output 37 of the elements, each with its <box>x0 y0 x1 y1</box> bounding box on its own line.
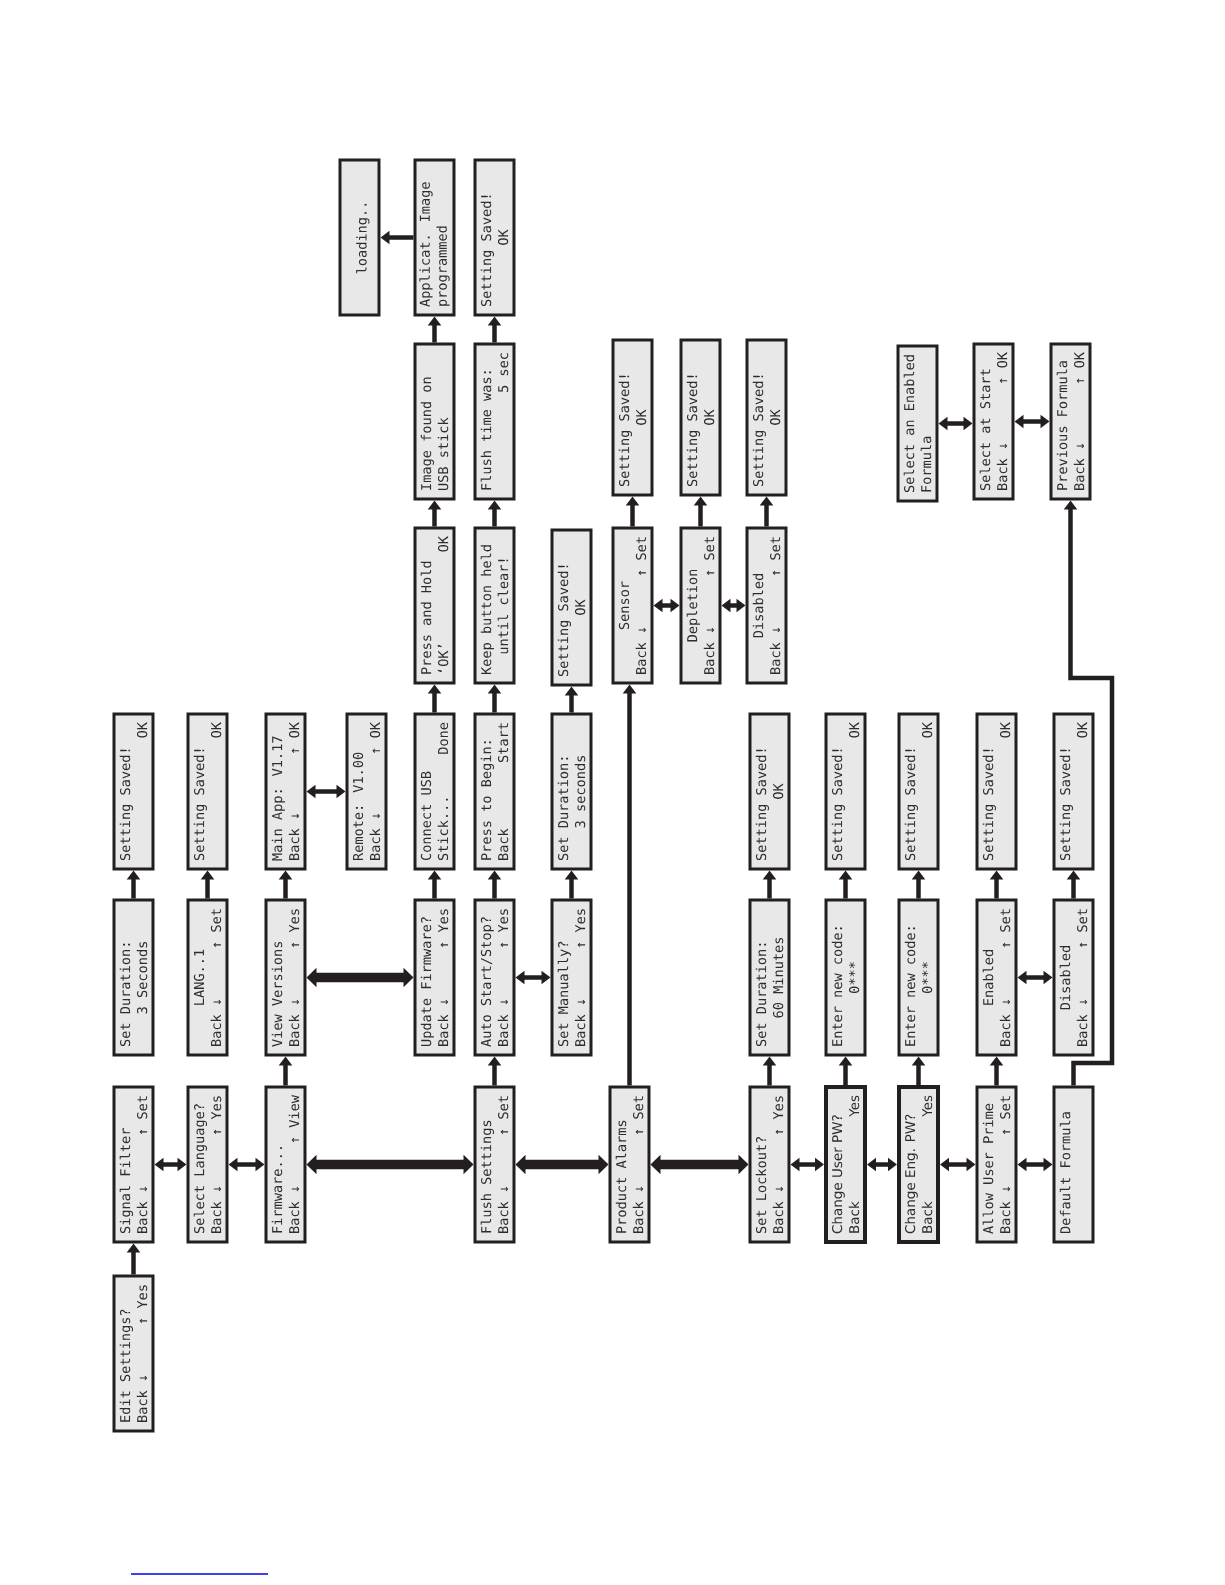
screen-box: loading.. <box>338 158 381 317</box>
screen-box: Enter new code: 0*** <box>897 898 940 1057</box>
screen-box: Sensor Back ↓ ↑ Set <box>611 526 654 685</box>
screen-box: Change User PW? Back Yes <box>824 1085 867 1244</box>
screen-box: LANG..1 Back ↓ ↑ Set <box>186 898 229 1057</box>
screen-box: Disabled Back ↓ ↑ Set <box>745 526 788 685</box>
screen-box: Press and Hold ‘OK’ OK <box>413 526 456 685</box>
screen-box: Set Lockout? Back ↓ ↑ Yes <box>748 1085 791 1244</box>
screen-box: Set Duration: 60 Minutes <box>748 898 791 1057</box>
screen-box: Setting Saved! OK <box>679 338 722 497</box>
screen-box: Setting Saved! OK <box>186 712 229 871</box>
screen-box: Setting Saved! OK <box>1052 712 1095 871</box>
screen-box: Default Formula <box>1052 1085 1095 1244</box>
screen-box: Connect USB Stick... Done <box>413 712 456 871</box>
screen-box: Keep button held until clear! <box>473 526 516 685</box>
screen-box: Setting Saved! OK <box>897 712 940 871</box>
screen-box: Remote: V1.00 Back ↓ ↑ OK <box>345 712 388 871</box>
screen-box: Setting Saved! OK <box>550 528 593 687</box>
screen-box: Setting Saved! OK <box>975 712 1018 871</box>
screen-box: Setting Saved! OK <box>745 338 788 497</box>
screen-box: Disabled Back ↓ ↑ Set <box>1052 898 1095 1057</box>
screen-box: Setting Saved! OK <box>473 158 516 317</box>
screen-box: Set Duration: 3 seconds <box>550 712 593 871</box>
screen-box: Change Eng. PW? Back Yes <box>897 1085 940 1244</box>
screen-box: Flush time was: 5 sec <box>473 342 516 501</box>
screen-box: Setting Saved! OK <box>112 712 155 871</box>
double-arrow <box>867 1157 897 1172</box>
screen-box: Applicat. Image programmed <box>413 158 456 317</box>
screen-box: Set Duration: 3 Seconds <box>112 898 155 1057</box>
screen-box: Firmware... Back ↓ ↑ View <box>264 1085 307 1244</box>
screen-box: Setting Saved! OK <box>824 712 867 871</box>
screen-box: Enter new code: 0*** <box>824 898 867 1057</box>
screen-box: Select an Enabled Formula <box>896 344 939 503</box>
screen-box: Image found on USB stick <box>413 342 456 501</box>
screen-box: Setting Saved! OK <box>611 338 654 497</box>
screen-box: Enabled Back ↓ ↑ Set <box>975 898 1018 1057</box>
screen-box: Setting Saved! OK <box>748 712 791 871</box>
